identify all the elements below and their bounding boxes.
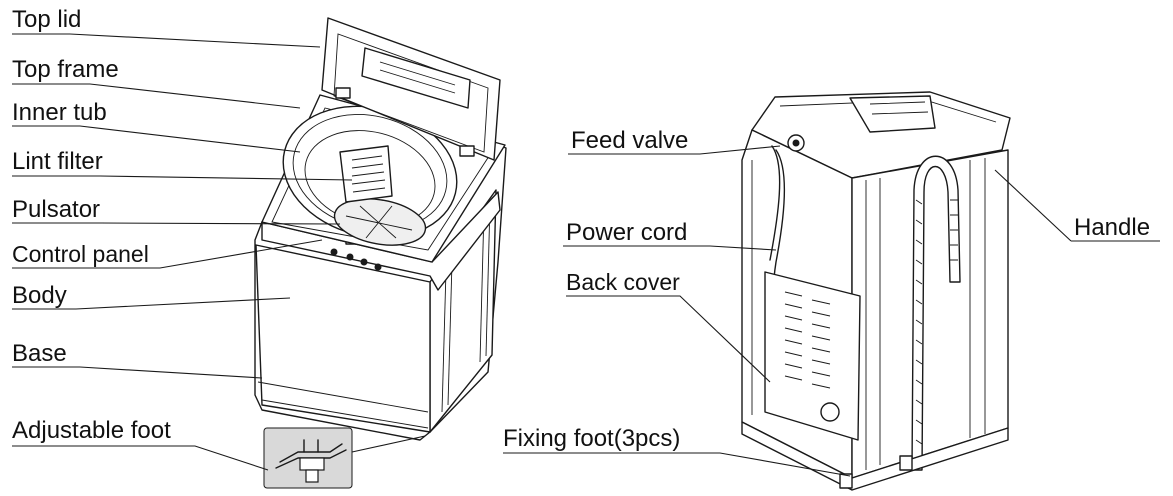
fixing-foot [839, 473, 853, 489]
label-adjustable-foot: Adjustable foot [12, 417, 171, 444]
back-view-machine [741, 91, 1011, 491]
label-control-panel: Control panel [12, 241, 149, 267]
back-cover [764, 271, 861, 441]
label-fixing-foot: Fixing foot(3pcs) [503, 425, 680, 452]
pulsator [333, 198, 427, 246]
front-view-machine [254, 17, 507, 441]
label-back-cover: Back cover [566, 269, 680, 295]
label-handle: Handle [1074, 214, 1150, 241]
label-feed-valve: Feed valve [571, 127, 688, 154]
label-lint-filter: Lint filter [12, 148, 103, 175]
handle-hose [911, 155, 961, 471]
label-inner-tub: Inner tub [12, 99, 107, 126]
label-base: Base [12, 340, 67, 367]
adjustable-foot-inset [263, 427, 353, 489]
label-top-frame: Top frame [12, 56, 119, 83]
label-pulsator: Pulsator [12, 196, 100, 223]
leader-lines [12, 33, 1160, 477]
label-top-lid: Top lid [12, 6, 81, 33]
label-power-cord: Power cord [566, 219, 687, 246]
label-body: Body [12, 282, 67, 309]
